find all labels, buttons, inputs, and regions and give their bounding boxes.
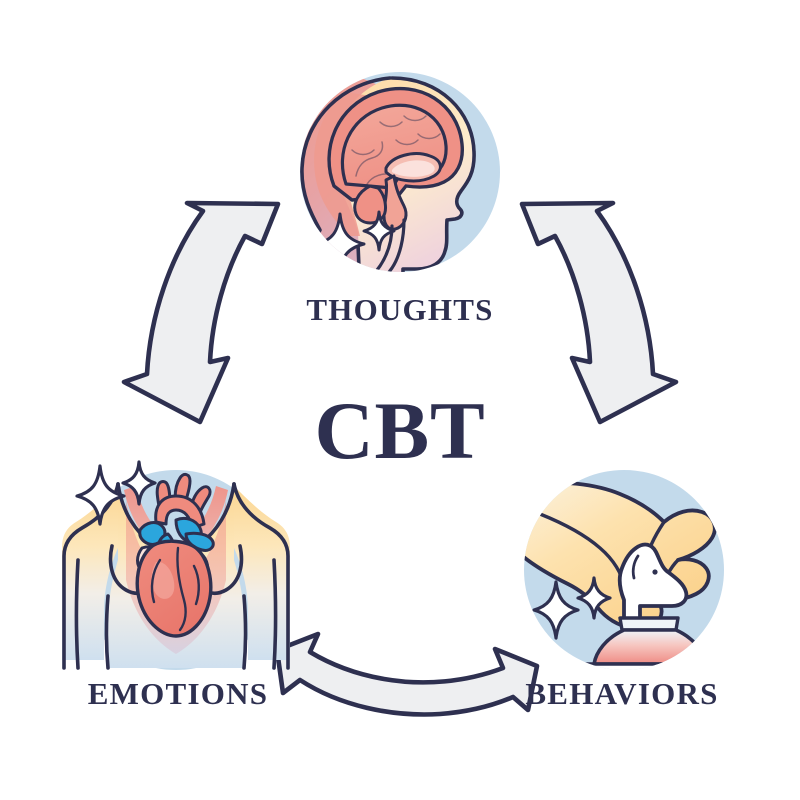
node-behaviors[interactable] (508, 470, 740, 672)
node-label-thoughts: THOUGHTS (306, 292, 494, 327)
sparkle-icon (75, 464, 126, 526)
connector-thoughts-emotions (121, 200, 281, 425)
sparkle-icon (315, 212, 366, 272)
connector-emotions-behaviors (274, 631, 540, 717)
sparkle-icon (576, 576, 612, 620)
sparkle-icon (532, 580, 580, 640)
connector-thoughts-behaviors (519, 200, 679, 425)
hand-chess-knight-icon (524, 480, 717, 670)
torso-heart-icon (62, 460, 290, 670)
center-title: CBT (314, 385, 486, 476)
node-label-emotions: EMOTIONS (87, 676, 269, 711)
sparkle-icon (362, 210, 396, 252)
node-emotions[interactable] (62, 460, 290, 670)
heart-icon (135, 472, 215, 638)
sparkle-icon (121, 460, 157, 506)
node-label-behaviors: BEHAVIORS (525, 676, 719, 711)
node-thoughts[interactable] (300, 72, 500, 292)
